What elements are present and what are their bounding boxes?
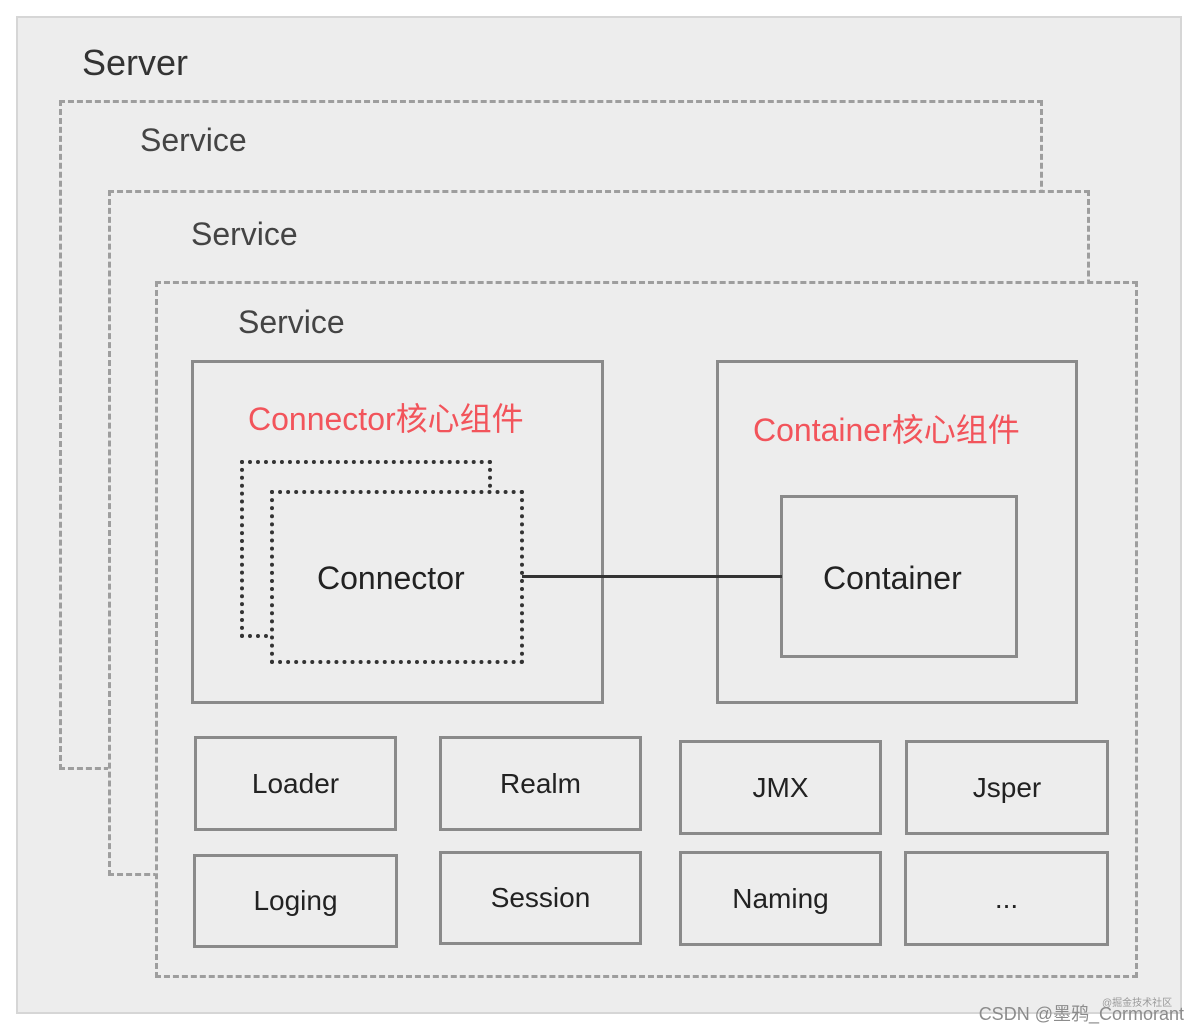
component-loging: Loging [193, 854, 398, 948]
component-session: Session [439, 851, 642, 945]
watermark-csdn: CSDN @墨鸦_Cormorant [978, 1004, 1184, 1024]
component-naming: Naming [679, 851, 882, 946]
connector-label: Connector [317, 560, 465, 596]
component-jmx: JMX [679, 740, 882, 835]
watermark-juejin: @掘金技术社区 [1102, 998, 1173, 1009]
connector-core-label: Connector核心组件 [248, 401, 524, 437]
connector-container-link [522, 575, 782, 578]
service-label-front: Service [238, 304, 345, 340]
service-label-back: Service [140, 122, 247, 158]
component-loader: Loader [194, 736, 397, 831]
connector-box-front [270, 490, 524, 664]
container-core-label: Container核心组件 [753, 412, 1020, 448]
container-label: Container [823, 560, 962, 596]
component-realm: Realm [439, 736, 642, 831]
component-more: ... [904, 851, 1109, 946]
service-label-middle: Service [191, 216, 298, 252]
component-jsper: Jsper [905, 740, 1109, 835]
server-label: Server [82, 42, 189, 83]
